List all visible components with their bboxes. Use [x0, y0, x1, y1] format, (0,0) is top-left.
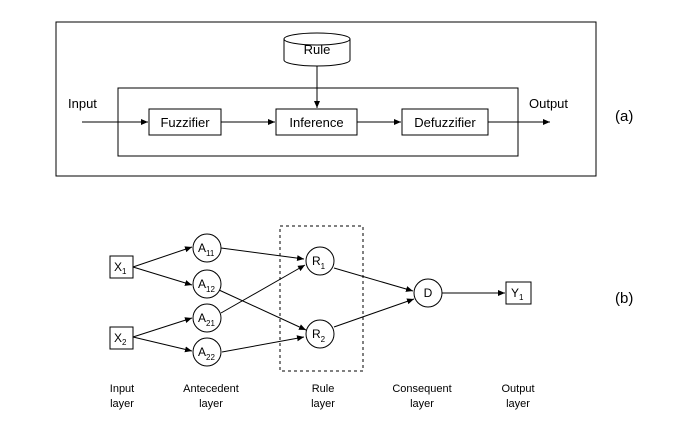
edge-x1-a12: [132, 266, 193, 286]
defuzzifier-block: [401, 108, 489, 136]
svg-text:A12: A12: [198, 277, 215, 294]
node-r1-sub: 1: [321, 262, 326, 271]
svg-text:X1: X1: [114, 260, 127, 276]
output-layer-caption-1: Output: [501, 383, 534, 395]
consequent-layer-caption-1: Consequent: [392, 383, 451, 395]
node-r1-base: R: [312, 254, 321, 268]
node-a11-base: A: [198, 241, 206, 255]
node-d: D: [413, 278, 443, 308]
edge-r1-d: [333, 267, 414, 292]
edge-x1-a11: [132, 246, 193, 268]
node-a21: A21: [192, 303, 222, 333]
node-a21-sub: 21: [206, 319, 215, 328]
node-x1-sub: 1: [122, 267, 127, 276]
edge-a21-r1: [220, 264, 306, 314]
output-label: Output: [529, 96, 568, 111]
defuzzifier-label: Defuzzifier: [414, 115, 476, 130]
edge-x2-a21: [132, 317, 193, 338]
node-a11: A11: [192, 233, 222, 263]
edge-a11-r1: [220, 247, 305, 262]
svg-text:A21: A21: [198, 311, 215, 328]
node-a22-base: A: [198, 345, 206, 359]
edge-x2-a22: [132, 336, 193, 353]
node-y1-sub: 1: [519, 293, 524, 302]
input-layer-caption-1: Input: [110, 383, 134, 395]
consequent-layer-caption-2: layer: [410, 398, 434, 410]
rule-layer-caption-1: Rule: [312, 383, 335, 395]
node-a12-sub: 12: [206, 285, 215, 294]
node-r2-base: R: [312, 327, 321, 341]
network-edges: [132, 246, 505, 353]
svg-text:R2: R2: [312, 327, 326, 344]
edge-a12-r2: [218, 289, 307, 331]
svg-text:R1: R1: [312, 254, 326, 271]
svg-text:X2: X2: [114, 331, 127, 347]
node-r2-sub: 2: [321, 335, 326, 344]
input-label: Input: [68, 96, 97, 111]
node-x2-sub: 2: [122, 338, 127, 347]
panel-b-tag: (b): [615, 290, 633, 307]
layer-captions: Input layer Antecedent layer Rule layer …: [110, 383, 535, 410]
rule-label: Rule: [304, 42, 331, 57]
node-x1-base: X: [114, 260, 122, 274]
node-a11-sub: 11: [206, 249, 215, 258]
panel-a: Rule Fuzzifier Inference Defuzzifier Inp…: [55, 21, 633, 177]
node-a22: A22: [192, 337, 222, 367]
rule-layer-caption-2: layer: [311, 398, 335, 410]
node-x1: X1: [109, 255, 134, 279]
node-y1-base: Y: [511, 286, 519, 300]
panel-a-frame: [55, 21, 597, 177]
node-x2-base: X: [114, 331, 122, 345]
panel-a-tag: (a): [615, 108, 633, 125]
node-r1: R1: [305, 246, 335, 276]
input-layer-caption-2: layer: [110, 398, 134, 410]
panel-b: X1 X2 A11 A12 A21 A22 R1 R2: [109, 225, 633, 410]
antecedent-layer-caption-2: layer: [199, 398, 223, 410]
node-x2: X2: [109, 326, 134, 350]
svg-text:Y1: Y1: [511, 286, 524, 302]
svg-text:A22: A22: [198, 345, 215, 362]
node-a21-base: A: [198, 311, 206, 325]
node-a22-sub: 22: [206, 353, 215, 362]
output-layer-caption-2: layer: [506, 398, 530, 410]
edge-a22-r2: [221, 335, 305, 353]
antecedent-layer-caption-1: Antecedent: [183, 383, 239, 395]
node-r2: R2: [305, 319, 335, 349]
inference-label: Inference: [289, 115, 343, 130]
node-d-label: D: [424, 286, 433, 300]
node-a12-base: A: [198, 277, 206, 291]
node-y1: Y1: [505, 281, 532, 305]
inference-block: [275, 108, 358, 136]
fuzzifier-label: Fuzzifier: [160, 115, 210, 130]
rule-database: Rule: [283, 32, 351, 67]
node-a12: A12: [192, 269, 222, 299]
svg-text:A11: A11: [198, 241, 215, 258]
edge-r2-d: [333, 298, 415, 328]
